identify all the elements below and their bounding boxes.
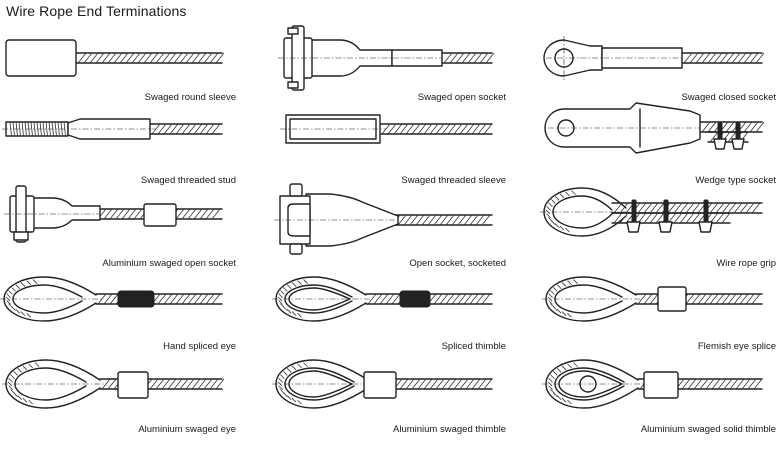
wire-rope-grip-drawing xyxy=(540,187,763,237)
flemish-eye-splice-drawing xyxy=(542,276,763,322)
item-swaged-closed-socket: Swaged closed socket xyxy=(540,18,780,106)
item-aluminium-swaged-open-socket: Aluminium swaged open socket xyxy=(0,184,240,272)
item-swaged-threaded-sleeve: Swaged threaded sleeve xyxy=(270,101,510,189)
item-wire-rope-grip: Wire rope grip xyxy=(540,184,780,272)
item-label: Wedge type socket xyxy=(695,175,776,186)
swaged-open-socket-drawing xyxy=(278,25,495,91)
item-label: Aluminium swaged eye xyxy=(138,424,236,435)
aluminium-swaged-eye-drawing xyxy=(2,359,225,409)
item-swaged-open-socket: Swaged open socket xyxy=(270,18,510,106)
swaged-round-sleeve-drawing xyxy=(5,39,225,77)
item-label: Aluminium swaged open socket xyxy=(102,258,236,269)
item-wedge-type-socket: Wedge type socket xyxy=(540,101,780,189)
item-label: Aluminium swaged solid thimble xyxy=(640,424,776,435)
aluminium-swaged-solid-thimble-drawing xyxy=(542,359,763,409)
item-hand-spliced-eye: Hand spliced eye xyxy=(0,267,240,355)
item-label: Swaged threaded sleeve xyxy=(401,175,506,186)
item-label: Wire rope grip xyxy=(716,258,776,269)
swaged-closed-socket-drawing xyxy=(543,36,765,80)
item-label: Aluminium swaged thimble xyxy=(393,424,506,435)
item-aluminium-swaged-solid-thimble: Aluminium swaged solid thimble xyxy=(540,350,780,438)
aluminium-swaged-open-socket-drawing xyxy=(4,185,223,243)
item-open-socket-socketed: Open socket, socketed xyxy=(270,183,510,272)
item-spliced-thimble: Spliced thimble xyxy=(270,267,510,355)
item-label: Open socket, socketed xyxy=(409,258,506,269)
item-label: Hand spliced eye xyxy=(163,341,236,352)
spliced-thimble-drawing xyxy=(272,276,493,322)
item-label: Flemish eye splice xyxy=(697,341,776,352)
swaged-threaded-stud-drawing xyxy=(2,118,223,140)
item-swaged-threaded-stud: Swaged threaded stud xyxy=(0,101,240,189)
page-title: Wire Rope End Terminations xyxy=(6,3,187,19)
hand-spliced-eye-drawing xyxy=(0,276,223,322)
item-label: Spliced thimble xyxy=(441,341,506,352)
aluminium-swaged-thimble-drawing xyxy=(272,359,493,409)
item-swaged-round-sleeve: Swaged round sleeve xyxy=(0,18,240,106)
item-aluminium-swaged-eye: Aluminium swaged eye xyxy=(0,350,240,438)
item-label: Swaged closed socket xyxy=(681,92,776,103)
item-flemish-eye-splice: Flemish eye splice xyxy=(540,267,780,355)
wedge-type-socket-drawing xyxy=(544,102,765,154)
item-label: Swaged open socket xyxy=(417,92,506,103)
item-label: Swaged threaded stud xyxy=(140,175,236,186)
item-label: Swaged round sleeve xyxy=(144,92,236,103)
item-aluminium-swaged-thimble: Aluminium swaged thimble xyxy=(270,350,510,438)
open-socket-socketed-drawing xyxy=(274,183,493,255)
swaged-threaded-sleeve-drawing xyxy=(280,114,493,144)
